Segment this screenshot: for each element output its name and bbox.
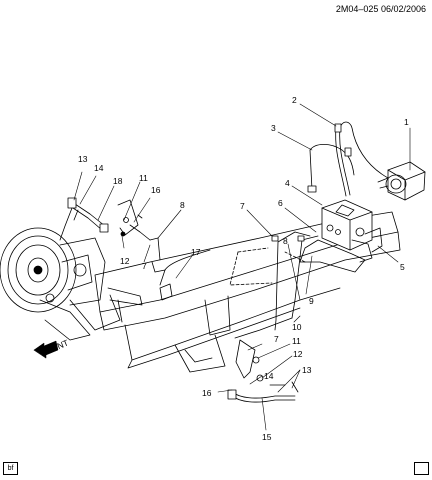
callout-16-lower: 16 [202, 388, 212, 398]
brake-line-clip [159, 283, 173, 301]
wheel-hub-assembly [0, 227, 143, 341]
abs-modulator-assembly [321, 199, 373, 263]
callout-7-upper: 7 [240, 201, 245, 211]
callout-11-upper: 11 [139, 173, 148, 183]
callout-1: 1 [404, 117, 409, 127]
callout-15: 15 [262, 432, 272, 442]
master-cylinder-booster [377, 161, 426, 201]
front-arrow-label: FRONT [39, 338, 70, 358]
callout-10: 10 [292, 322, 302, 332]
callout-11-lower: 11 [292, 336, 301, 346]
callout-9: 9 [309, 296, 314, 306]
leader-lines [73, 103, 411, 431]
callout-2: 2 [292, 95, 297, 105]
callout-7-left: 7 [142, 261, 147, 271]
callout-12-lower: 12 [293, 349, 303, 359]
callout-6: 6 [278, 198, 283, 208]
upper-brake-pipes [307, 121, 389, 197]
front-brake-hose [59, 197, 109, 241]
rear-brake-hose-assembly [227, 339, 299, 403]
callout-5: 5 [400, 262, 405, 272]
reference-outline [229, 247, 306, 286]
callout-12-upper: 12 [120, 256, 130, 266]
callout-17: 17 [191, 247, 201, 257]
abs-mounting-bracket [299, 227, 383, 273]
corner-tag-left: bf [3, 462, 18, 475]
callout-labels: 1 2 3 4 5 6 7 7 7 8 8 9 10 11 11 12 12 1… [39, 95, 409, 442]
front-hose-bracket [117, 199, 143, 237]
callout-7-lower: 7 [274, 334, 279, 344]
callout-8-left: 8 [180, 200, 185, 210]
callout-14-lower: 14 [264, 371, 274, 381]
callout-14-upper: 14 [94, 163, 104, 173]
callout-8-center: 8 [283, 236, 288, 246]
front-brake-pipes [129, 224, 319, 339]
callout-16-upper: 16 [151, 185, 161, 195]
callout-4: 4 [285, 178, 290, 188]
front-direction-arrow-icon [33, 340, 59, 359]
callout-13-upper: 13 [78, 154, 88, 164]
corner-tag-right [414, 462, 429, 475]
diagram-reference-code: 2M04–025 06/02/2006 [335, 4, 426, 14]
callout-18: 18 [113, 176, 123, 186]
callout-13-lower: 13 [302, 365, 312, 375]
callout-3: 3 [271, 123, 276, 133]
